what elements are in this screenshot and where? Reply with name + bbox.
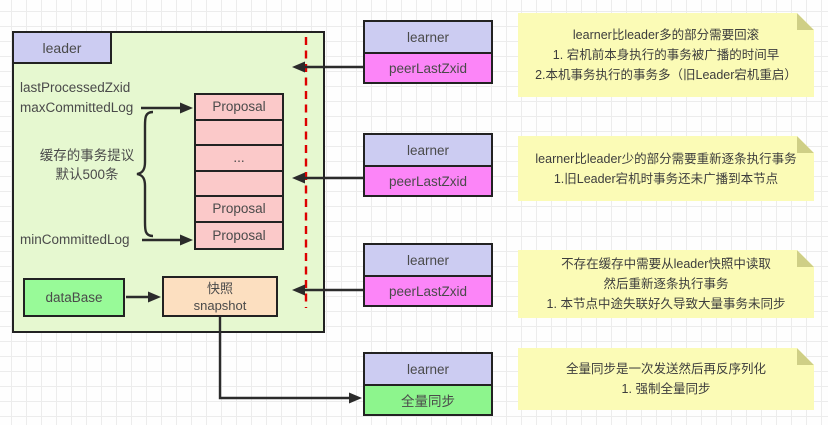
peer-last-zxid: peerLastZxid <box>365 54 491 82</box>
note-line: 1. 本节点中途失联好久导致大量事务未同步 <box>546 297 786 311</box>
note-line: 2.本机事务执行的事务多（旧Leader宕机重启） <box>535 68 797 82</box>
note-line: 1. 宕机前本身执行的事务被广播的时间早 <box>552 48 780 62</box>
peer-last-zxid-label: peerLastZxid <box>388 60 468 76</box>
note-line: 1.旧Leader宕机时事务还未广播到本节点 <box>553 171 779 186</box>
proposal-stack: Proposal ... Proposal Proposal <box>194 93 284 250</box>
note-fold-corner <box>797 13 814 30</box>
snapshot-label-en: snapshot <box>193 297 247 313</box>
learner-header: learner <box>365 245 491 277</box>
proposal-row: Proposal <box>196 197 282 223</box>
note-snapshot-read: 不存在缓存中需要从leader快照中读取 然后重新逐条执行事务 1. 本节点中途… <box>518 250 814 318</box>
note-full-sync: 全量同步是一次发送然后再反序列化 1. 强制全量同步 <box>518 348 814 410</box>
peer-last-zxid: peerLastZxid <box>365 167 491 195</box>
proposal-row: Proposal <box>212 227 266 243</box>
max-committed-log-label: maxCommittedLog <box>20 100 134 115</box>
learner-card-2: learner peerLastZxid <box>363 133 493 197</box>
proposal-row: Proposal <box>196 95 282 121</box>
note-line: 1. 强制全量同步 <box>621 382 711 396</box>
note-line: learner比leader多的部分需要回滚 <box>572 28 760 42</box>
snapshot-node: 快照 snapshot <box>162 276 278 317</box>
full-sync-label: 全量同步 <box>401 394 455 409</box>
leader-node: leader <box>12 31 112 64</box>
last-processed-zxid-label: lastProcessedZxid <box>20 80 131 95</box>
learner-card-3: learner peerLastZxid <box>363 243 493 307</box>
learner-header: learner <box>365 354 491 386</box>
learner-header: learner <box>365 135 491 167</box>
min-committed-log-label: minCommittedLog <box>20 232 130 247</box>
note-line: 不存在缓存中需要从leader快照中读取 <box>561 257 771 271</box>
learner-title: learner <box>406 361 450 377</box>
cache-note-line2: 默认500条 <box>55 167 119 182</box>
proposal-row: ... <box>196 146 282 172</box>
learner-header: learner <box>365 22 491 54</box>
note-fold-corner <box>797 348 814 365</box>
note-line: 然后重新逐条执行事务 <box>603 277 729 291</box>
note-line: learner比leader少的部分需要重新逐条执行事务 <box>535 151 797 166</box>
note-fold-corner <box>797 250 814 267</box>
peer-last-zxid-label: peerLastZxid <box>388 283 468 299</box>
proposal-row <box>196 172 282 197</box>
peer-last-zxid: peerLastZxid <box>365 277 491 305</box>
proposal-row <box>196 121 282 146</box>
note-fold-corner <box>797 136 814 153</box>
peer-last-zxid-label: peerLastZxid <box>388 173 468 189</box>
note-line: 全量同步是一次发送然后再反序列化 <box>565 362 766 376</box>
cache-note: 缓存的事务提议 默认500条 <box>22 146 152 184</box>
learner-title: learner <box>406 252 450 268</box>
learner-title: learner <box>406 29 450 45</box>
database-node: dataBase <box>23 278 125 317</box>
full-sync-cell: 全量同步 <box>365 386 491 414</box>
note-rollback: learner比leader多的部分需要回滚 1. 宕机前本身执行的事务被广播的… <box>518 13 814 97</box>
learner-title: learner <box>406 142 450 158</box>
cache-note-line1: 缓存的事务提议 <box>39 148 135 163</box>
snapshot-to-fullsync-arrowhead <box>349 392 362 404</box>
learner-card-1: learner peerLastZxid <box>363 20 493 84</box>
snapshot-label-cn: 快照 <box>206 280 233 296</box>
leader-label: leader <box>42 39 82 56</box>
learner-card-4: learner 全量同步 <box>363 352 493 416</box>
note-replay: learner比leader少的部分需要重新逐条执行事务 1.旧Leader宕机… <box>518 136 814 201</box>
database-label: dataBase <box>45 290 103 305</box>
